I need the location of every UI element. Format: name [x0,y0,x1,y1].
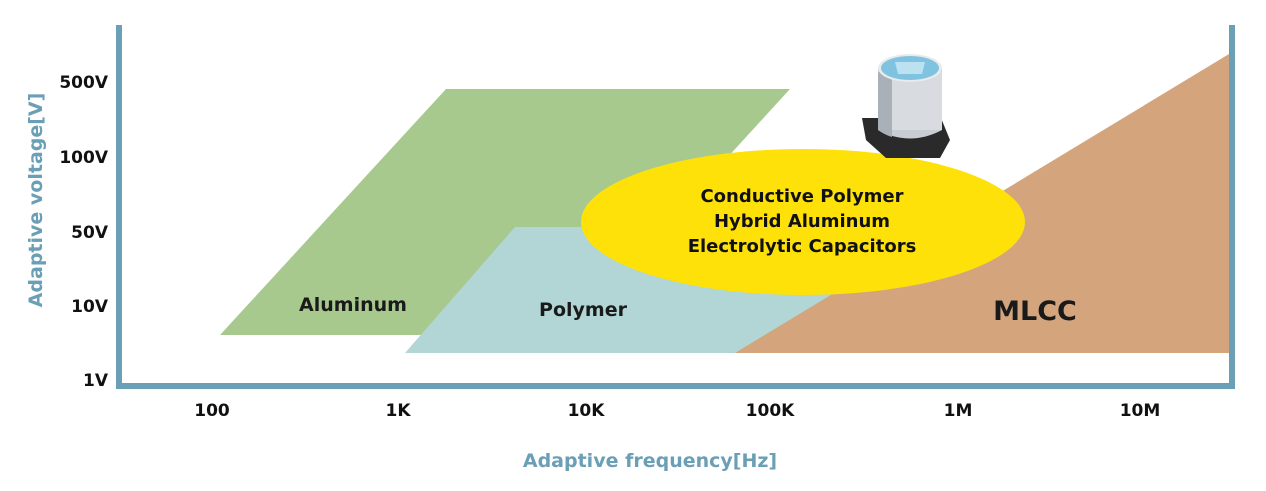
polymer-label: Polymer [539,299,628,321]
x-tick-1k: 1K [385,401,411,421]
capacitor-product-icon [862,54,950,158]
y-tick-10v: 10V [71,297,109,317]
x-tick-1m: 1M [944,401,973,421]
hybrid-label-line2: Hybrid Aluminum [714,211,890,232]
y-tick-50v: 50V [71,223,109,243]
x-axis-title: Adaptive frequency[Hz] [523,450,777,472]
y-tick-100v: 100V [59,148,108,168]
y-tick-1v: 1V [83,371,109,391]
hybrid-label-line3: Electrolytic Capacitors [688,236,917,257]
x-tick-10k: 10K [568,401,606,421]
aluminum-region [220,89,790,335]
y-tick-500v: 500V [59,73,108,93]
aluminum-label: Aluminum [299,294,407,316]
hybrid-label-line1: Conductive Polymer [700,186,903,207]
mlcc-label: MLCC [993,296,1077,327]
hybrid-capacitor-ellipse [581,149,1025,295]
x-tick-100: 100 [194,401,230,421]
x-tick-100k: 100K [746,401,795,421]
x-tick-10m: 10M [1120,401,1161,421]
y-axis-title: Adaptive voltage[V] [25,93,47,308]
